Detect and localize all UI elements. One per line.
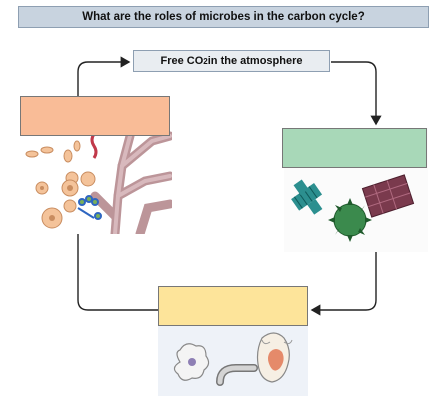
co2-text-main: Free CO xyxy=(160,55,204,67)
label-box-left[interactable] xyxy=(20,96,170,136)
label-box-bottom[interactable] xyxy=(158,286,308,326)
fungi-bacteria-image xyxy=(25,122,172,234)
arrow-co2-to-right xyxy=(331,61,382,126)
arrow-bottom-to-left xyxy=(77,234,158,311)
co2-subscript: 2 xyxy=(203,56,208,66)
label-box-right[interactable] xyxy=(282,128,427,168)
title-bar: What are the roles of microbes in the ca… xyxy=(18,6,429,28)
protozoa-image xyxy=(173,332,293,386)
algae-image xyxy=(291,174,415,242)
arrow-left-to-co2 xyxy=(77,56,131,96)
arrow-right-to-bottom xyxy=(310,252,377,316)
co2-text-tail: in the atmosphere xyxy=(207,55,303,67)
diagram-title: What are the roles of microbes in the ca… xyxy=(82,11,365,23)
